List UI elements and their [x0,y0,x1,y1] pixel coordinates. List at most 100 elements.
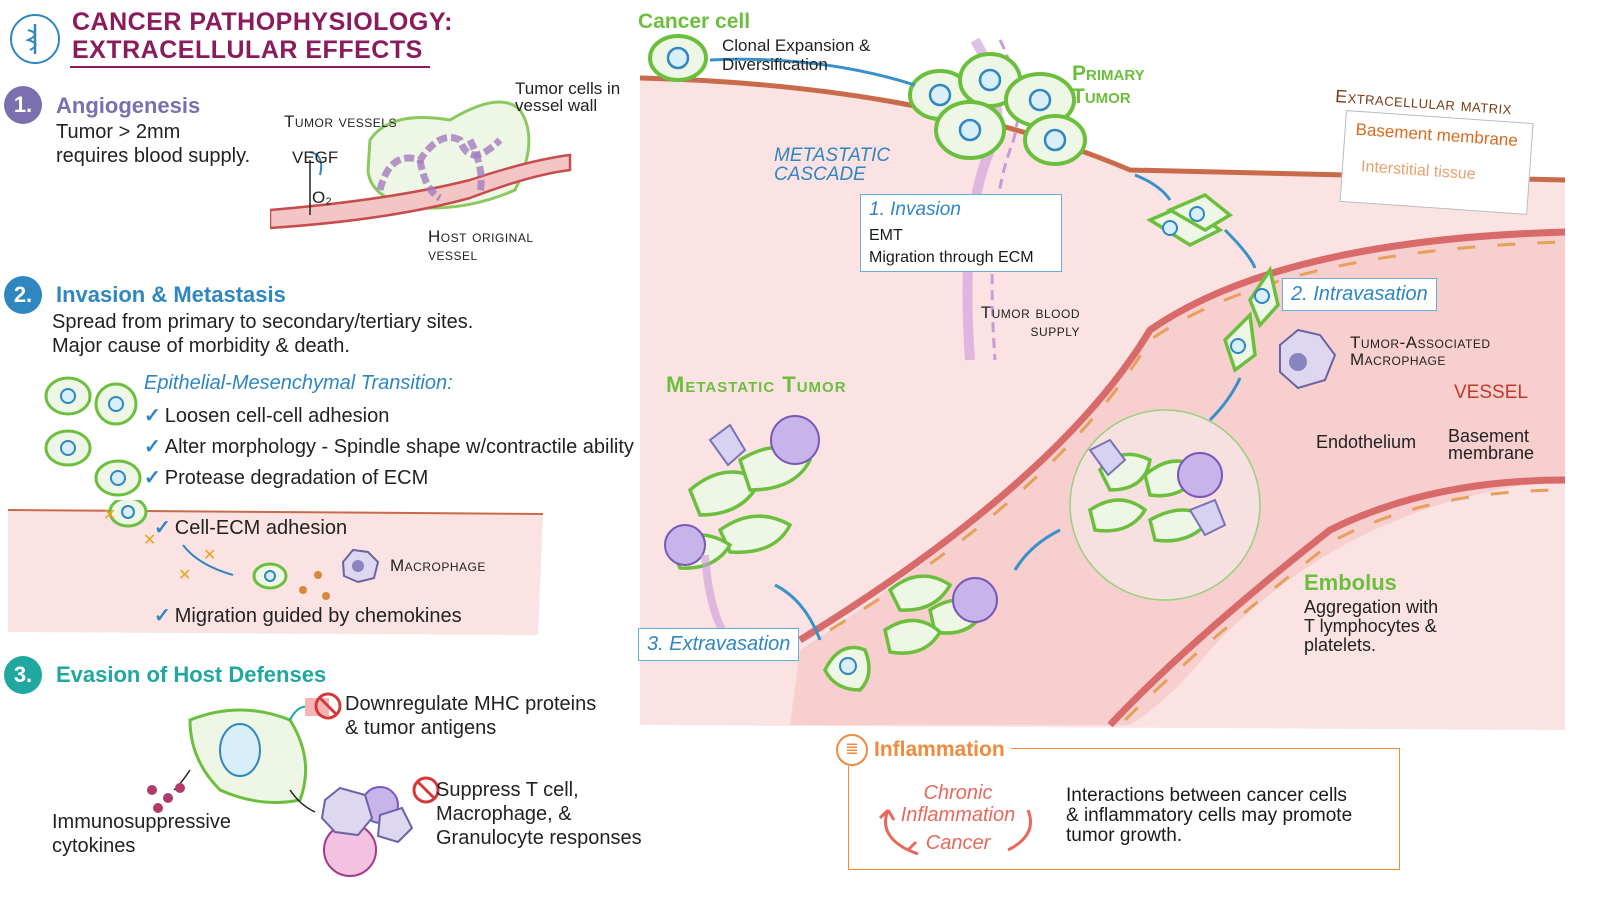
svg-text:✕: ✕ [143,532,156,549]
emt-cells-illustration [44,376,142,497]
cycle-line-3: Cancer [925,832,991,854]
tumor-blood-line-2: supply [1030,321,1080,340]
metastatic-cascade-label: METASTATIC CASCADE [774,146,890,184]
title-line-1: CANCER PATHOPHYSIOLOGY: [72,8,453,36]
o2-label: O₂ [312,188,332,207]
angiogenesis-heading: Angiogenesis [56,93,201,118]
section-3-badge: 3. [4,656,42,694]
tam-line-2: Macrophage [1350,350,1446,369]
tumor-cells-wall-label: Tumor cells in vessel wall [515,79,621,115]
step-invasion-line-1: EMT [869,227,903,244]
title-line-2: EXTRACELLULAR EFFECTS [72,36,423,64]
inflammation-text: Interactions between cancer cells & infl… [1066,786,1352,846]
primary-tumor-label: Primary Tumor [1072,62,1145,108]
evasion-item-1: Downregulate MHC proteins & tumor antige… [345,692,596,740]
emt-item-3: ✓Protease degradation of ECM [144,466,428,490]
inflammation-cycle-text: Chronic Inflammation Cancer [886,782,1030,854]
ecm-item-1: ✓Cell-ECM adhesion [154,516,347,540]
tam-line-1: Tumor-Associated [1350,333,1491,352]
invasion-text-2: Major cause of morbidity & death. [52,335,350,357]
angiogenesis-text-2: requires blood supply. [56,145,251,167]
host-vessel-line-1: Host original [428,227,534,246]
evasion-item-2-line-3: Granulocyte responses [436,827,642,849]
inflammation-title: Inflammation [874,738,1005,761]
svg-text:✕: ✕ [203,547,216,564]
step-invasion-line-2: Migration through ECM [869,249,1034,266]
vegf-label: VEGF [292,148,339,167]
check-icon: ✓ [154,517,171,539]
emt-item-2: ✓Alter morphology - Spindle shape w/cont… [144,435,634,459]
cytokines-line-2: cytokines [52,835,136,857]
host-vessel-label: Host original vessel [428,228,534,264]
embolus-line-1: Aggregation with [1304,597,1439,617]
evasion-item-1-line-1: Downregulate MHC proteins [345,693,597,715]
inflammation-text-1: Interactions between cancer cells [1066,785,1347,806]
step-extravasation-box: 3. Extravasation [638,628,800,661]
ecm-legend-box: Basement membrane Interstitial tissue [1339,110,1534,215]
logo-icon [10,14,60,64]
embolus-line-2: T lymphocytes & [1304,616,1437,636]
svg-text:✕: ✕ [103,507,116,524]
evasion-item-2-line-2: Macrophage, & [436,803,572,825]
emt-heading: Epithelial-Mesenchymal Transition: [144,372,453,394]
emt-item-1: ✓Loosen cell-cell adhesion [144,404,389,428]
clonal-line-2: Diversification [722,55,828,74]
bm-line-2: membrane [1448,443,1535,463]
check-icon: ✓ [144,436,161,458]
embolus-text: Aggregation with T lymphocytes & platele… [1304,598,1438,655]
ecm-item-2: ✓Migration guided by chemokines [154,604,462,628]
primary-tumor-line-1: Primary [1072,62,1145,85]
angiogenesis-text-1: Tumor > 2mm [56,121,181,143]
metastatic-cascade-line-1: METASTATIC [774,145,891,166]
step-invasion-box: 1. Invasion EMT Migration through ECM [860,194,1062,272]
evasion-item-2: Suppress T cell, Macrophage, & Granulocy… [436,778,642,850]
basement-membrane-label: Basement membrane [1448,426,1535,463]
inflammation-text-3: tumor growth. [1066,825,1183,846]
evasion-heading: Evasion of Host Defenses [56,662,327,687]
tumor-blood-line-1: Tumor blood [980,303,1080,322]
metastatic-tumor-label: Metastatic Tumor [666,372,847,397]
cytokines-line-1: Immunosuppressive [52,811,231,833]
evasion-item-2-line-1: Suppress T cell, [436,779,579,801]
clonal-line-1: Clonal Expansion & [722,36,871,55]
ecm-panel: ✕ ✕ ✕ ✕ [8,500,544,635]
primary-tumor-line-2: Tumor [1072,85,1131,108]
tumor-blood-supply-label: Tumor blood supply [964,304,1080,340]
inflammation-cycle-arrows [878,808,1032,856]
host-vessel-line-2: vessel [428,245,478,264]
inflammation-box [848,748,1400,870]
metastatic-cascade-line-2: CASCADE [774,164,866,185]
ecm-item-1-text: Cell-ECM adhesion [174,517,348,539]
invasion-text-1: Spread from primary to secondary/tertiar… [52,311,474,333]
inflammation-text-2: & inflammatory cells may promote [1066,805,1353,826]
emt-item-3-text: Protease degradation of ECM [164,467,429,489]
evasion-illustration [147,692,440,877]
step-invasion-title: 1. Invasion [869,199,961,220]
cycle-line-1: Chronic [923,782,993,804]
cytokines-label: Immunosuppressive cytokines [52,810,231,858]
check-icon: ✓ [144,405,161,427]
cancer-cell-label: Cancer cell [638,10,751,33]
ecm-item-2-text: Migration guided by chemokines [174,605,462,627]
title-underline [70,66,430,68]
embolus-title: Embolus [1304,570,1397,595]
embolus-line-3: platelets. [1304,635,1377,655]
check-icon: ✓ [154,605,171,627]
check-icon: ✓ [144,467,161,489]
angiogenesis-text: Tumor > 2mm requires blood supply. [56,120,250,168]
evasion-item-1-line-2: & tumor antigens [345,717,497,739]
endothelium-label: Endothelium [1316,432,1417,452]
document-icon: ≣ [836,734,868,766]
invasion-heading: Invasion & Metastasis [56,282,286,307]
page-title: CANCER PATHOPHYSIOLOGY: EXTRACELLULAR EF… [72,8,453,64]
section-2-badge: 2. [4,276,42,314]
angiogenesis-illustration [270,100,572,230]
vessel-label: VESSEL [1454,382,1528,403]
invasion-text: Spread from primary to secondary/tertiar… [52,310,473,358]
cycle-line-2: Inflammation [900,804,1016,826]
emt-item-2-text: Alter morphology - Spindle shape w/contr… [164,436,634,458]
macrophage-label: Macrophage [390,556,486,575]
clonal-expansion-label: Clonal Expansion & Diversification [722,36,870,74]
tam-label: Tumor-Associated Macrophage [1350,334,1491,368]
bm-line-1: Basement [1448,426,1530,446]
